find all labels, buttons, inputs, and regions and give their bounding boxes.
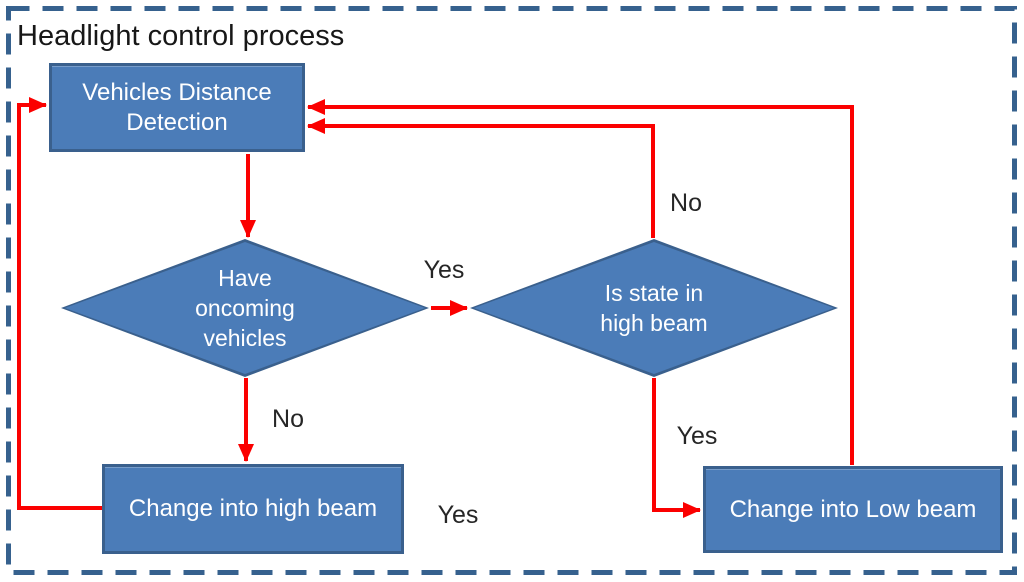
edge-label-yes-right-diamond: Yes [676, 422, 718, 450]
edge-label-no-left-diamond: No [272, 405, 304, 433]
node-label-line: oncoming [195, 295, 295, 321]
node-vehicles-distance-detection: Vehicles Distance Detection [49, 63, 305, 152]
node-label-line: Is state in [604, 280, 704, 306]
node-label-line: high beam [600, 310, 708, 336]
edge-label-yes-below-center: Yes [437, 501, 479, 529]
dashed-border-frame [6, 6, 1017, 575]
node-label-line: Vehicles Distance [82, 78, 272, 106]
edge-is-high-beam-no-to-detection [307, 118, 655, 238]
node-change-into-high-beam: Change into high beam [102, 464, 404, 554]
node-label-line: Have [218, 265, 272, 291]
edge-change-low-to-detection [307, 99, 854, 465]
node-label-line: Change into high beam [128, 495, 378, 522]
edge-is-high-beam-yes-to-change-low [652, 378, 701, 518]
node-label-line: Detection [126, 108, 228, 136]
edge-label-yes-between-diamonds: Yes [423, 256, 465, 284]
node-change-into-low-beam: Change into Low beam [703, 466, 1003, 553]
node-label-line: vehicles [203, 325, 287, 351]
edge-label-no-right-diamond: No [670, 189, 702, 217]
page-title: Headlight control process [17, 20, 345, 52]
edge-change-high-to-detection [17, 97, 103, 510]
node-label-line: Change into Low beam [729, 495, 977, 523]
